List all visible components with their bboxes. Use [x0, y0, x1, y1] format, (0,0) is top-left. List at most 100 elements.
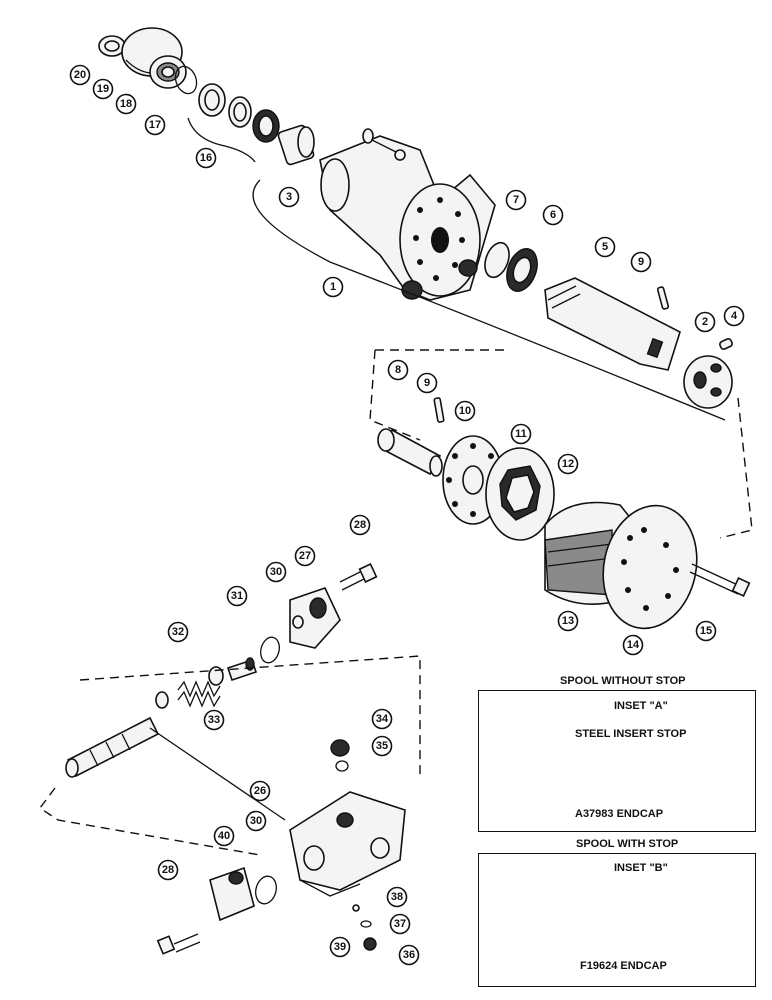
svg-text:28: 28 — [354, 519, 366, 531]
part-fitting-40 — [209, 866, 255, 922]
svg-text:38: 38 — [391, 891, 403, 903]
svg-text:1: 1 — [330, 281, 336, 293]
part-coupling-2 — [683, 355, 733, 409]
svg-text:18: 18 — [120, 98, 132, 110]
part-thrust-bearing-6 — [506, 248, 538, 292]
svg-text:3: 3 — [286, 191, 292, 203]
group-bracket-left — [369, 349, 421, 441]
callout-9-lower: 9 — [416, 372, 438, 394]
callout-17: 17 — [144, 114, 166, 136]
svg-text:4: 4 — [731, 310, 738, 322]
svg-text:34: 34 — [376, 713, 389, 725]
callout-9-upper: 9 — [630, 251, 652, 273]
part-seal-20 — [98, 35, 126, 57]
svg-text:40: 40 — [218, 830, 230, 842]
svg-text:14: 14 — [627, 639, 640, 651]
part-spring-37 — [360, 920, 372, 928]
inset-b-title: INSET "B" — [614, 862, 668, 874]
part-ball-38 — [352, 904, 360, 912]
callout-16: 16 — [195, 147, 217, 169]
callout-30-lower: 30 — [245, 810, 267, 832]
inset-b-endcap-label: F19624 ENDCAP — [580, 960, 667, 972]
callout-6: 6 — [542, 204, 564, 226]
callout-13: 13 — [557, 610, 579, 632]
svg-text:5: 5 — [602, 241, 608, 253]
inset-b-heading: SPOOL WITH STOP — [576, 838, 679, 850]
svg-text:35: 35 — [376, 740, 388, 752]
svg-text:30: 30 — [270, 566, 282, 578]
part-bolt-housing — [362, 128, 406, 161]
part-endcap-14 — [602, 504, 698, 630]
callout-40: 40 — [213, 825, 235, 847]
callout-28-upper: 28 — [349, 514, 371, 536]
svg-text:6: 6 — [550, 209, 556, 221]
svg-text:8: 8 — [395, 364, 401, 376]
svg-text:36: 36 — [403, 949, 415, 961]
part-needle-bearing-3 — [277, 124, 315, 166]
svg-text:31: 31 — [231, 590, 243, 602]
part-o-ring-30-lower — [255, 875, 277, 905]
callout-36: 36 — [398, 944, 420, 966]
callout-18: 18 — [115, 93, 137, 115]
callout-4: 4 — [723, 305, 745, 327]
part-bolt-28-lower — [156, 933, 201, 955]
part-shaft-5 — [544, 277, 681, 371]
callout-1: 1 — [322, 276, 344, 298]
callout-27: 27 — [294, 545, 316, 567]
svg-text:33: 33 — [208, 714, 220, 726]
part-check-valve-31 — [226, 657, 258, 682]
svg-text:9: 9 — [424, 377, 430, 389]
part-plug-34 — [330, 739, 350, 757]
svg-text:17: 17 — [149, 119, 161, 131]
callout-32: 32 — [167, 621, 189, 643]
part-elbow-27 — [289, 587, 341, 649]
part-spring-32 — [177, 680, 221, 708]
inset-a-heading: SPOOL WITHOUT STOP — [560, 675, 686, 687]
part-washer-7 — [484, 241, 510, 279]
part-drive-pin-8 — [377, 428, 443, 477]
callout-5: 5 — [594, 236, 616, 258]
svg-text:32: 32 — [172, 626, 184, 638]
callout-14: 14 — [622, 634, 644, 656]
callout-38: 38 — [386, 886, 408, 908]
part-bolt-15 — [689, 563, 751, 597]
part-pin-9-lower — [433, 397, 445, 423]
part-washers-33 — [155, 666, 224, 709]
part-bearing-18 — [149, 55, 187, 89]
callout-31: 31 — [226, 585, 248, 607]
svg-text:37: 37 — [394, 918, 406, 930]
svg-text:10: 10 — [459, 405, 471, 417]
svg-text:20: 20 — [74, 69, 86, 81]
callout-35: 35 — [371, 735, 393, 757]
inset-a-endcap-label: A37983 ENDCAP — [575, 808, 664, 820]
part-plug-36 — [363, 937, 377, 951]
callout-28-lower: 28 — [157, 859, 179, 881]
callout-20: 20 — [69, 64, 91, 86]
callout-19: 19 — [92, 78, 114, 100]
part-bolt-28-upper — [339, 563, 378, 591]
part-pin-9-upper — [656, 286, 670, 310]
callout-30-upper: 30 — [265, 561, 287, 583]
callout-26: 26 — [249, 780, 271, 802]
inset-b-frame — [478, 853, 756, 987]
svg-text:28: 28 — [162, 864, 174, 876]
inset-a-frame — [478, 690, 756, 832]
inset-a-title: INSET "A" — [614, 700, 668, 712]
callout-10: 10 — [454, 400, 476, 422]
svg-text:9: 9 — [638, 256, 644, 268]
callout-15: 15 — [695, 620, 717, 642]
svg-text:7: 7 — [513, 194, 519, 206]
part-rotor-11 — [485, 447, 555, 541]
part-o-ring-35 — [335, 760, 349, 772]
svg-text:30: 30 — [250, 815, 262, 827]
part-housing-1 — [319, 135, 496, 301]
part-pin-4 — [719, 338, 733, 350]
svg-text:11: 11 — [515, 428, 527, 440]
callout-8: 8 — [387, 359, 409, 381]
leader-line-1 — [252, 179, 726, 421]
callout-37: 37 — [389, 913, 411, 935]
svg-text:27: 27 — [299, 550, 311, 562]
part-seal-kit-16 — [187, 83, 280, 163]
callout-12: 12 — [557, 453, 579, 475]
